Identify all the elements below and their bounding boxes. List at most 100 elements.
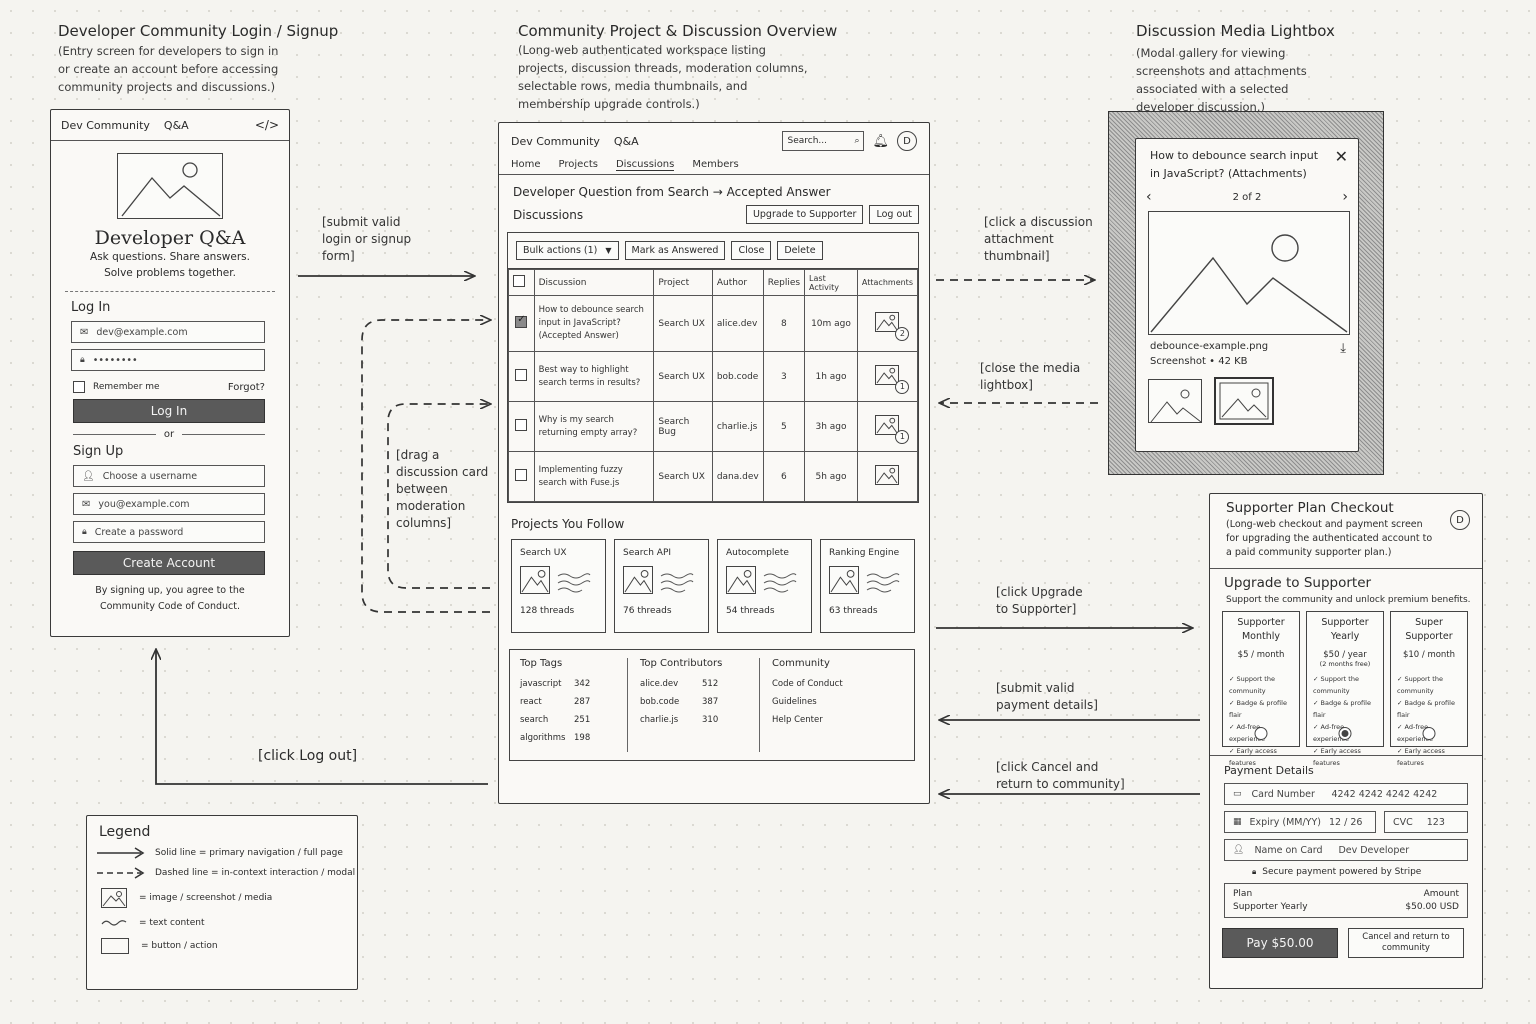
tab-home[interactable]: Home bbox=[511, 159, 541, 170]
lock-icon: 🔒︎ bbox=[82, 527, 87, 537]
card-number-field[interactable]: ▭ Card Number 4242 4242 4242 4242 bbox=[1224, 783, 1468, 805]
signup-email-field[interactable]: ✉ you@example.com bbox=[73, 493, 265, 515]
flow-label-attachment: [click a discussion attachment thumbnail… bbox=[984, 215, 1093, 263]
overview-screen-frame: Dev Community Q&A Search... ⌕ 🔔︎ D Home … bbox=[498, 122, 930, 804]
close-icon[interactable]: ✕ bbox=[1334, 147, 1348, 166]
plan-card[interactable]: Super Supporter$10 / month✓ Support the … bbox=[1390, 611, 1468, 767]
community-link[interactable]: Help Center bbox=[772, 715, 823, 725]
row-discussion-title[interactable]: Why is my search returning empty array? bbox=[533, 401, 655, 452]
lightbox-thumbnail-selected[interactable] bbox=[1214, 377, 1274, 425]
row-discussion-title[interactable]: Implementing fuzzy search with Fuse.js bbox=[533, 451, 655, 502]
cancel-return-button[interactable]: Cancel and return to community bbox=[1348, 928, 1464, 958]
table-row[interactable]: ✓ How to debounce search input in JavaScr… bbox=[508, 295, 919, 352]
signup-username-field[interactable]: 👤︎ Choose a username bbox=[73, 465, 265, 487]
checkout-screen-frame: Supporter Plan Checkout (Long-web checko… bbox=[1209, 493, 1483, 989]
attachment-thumbnail[interactable] bbox=[875, 465, 900, 488]
community-link[interactable]: Code of Conduct bbox=[772, 679, 843, 689]
tab-members[interactable]: Members bbox=[692, 159, 739, 170]
download-icon[interactable]: ⤓ bbox=[1340, 341, 1346, 356]
contributor-name: alice.dev bbox=[640, 679, 679, 689]
lightbox-screen-heading: Discussion Media Lightbox bbox=[1136, 22, 1335, 40]
table-row[interactable]: Why is my search returning empty array?S… bbox=[508, 401, 919, 452]
create-account-button[interactable]: Create Account bbox=[73, 551, 265, 575]
search-input[interactable]: Search... ⌕ bbox=[782, 131, 865, 151]
user-avatar[interactable]: D bbox=[897, 131, 917, 151]
select-all-checkbox[interactable] bbox=[513, 275, 525, 287]
signup-password-field[interactable]: 🔒︎ Create a password bbox=[73, 521, 265, 543]
row-checkbox[interactable]: ✓ bbox=[515, 314, 528, 328]
login-nav-qa[interactable]: Q&A bbox=[163, 118, 189, 132]
close-button[interactable]: Close bbox=[731, 241, 772, 260]
attachment-thumbnail[interactable]: 2 bbox=[875, 312, 910, 341]
legend-box: Legend Solid line = primary navigation /… bbox=[86, 815, 358, 990]
plan-radio[interactable] bbox=[1422, 727, 1436, 740]
checkout-avatar[interactable]: D bbox=[1450, 510, 1470, 530]
pay-button[interactable]: Pay $50.00 bbox=[1222, 928, 1338, 958]
cvc-label: CVC bbox=[1393, 816, 1413, 828]
attachment-thumbnail[interactable]: 1 bbox=[875, 365, 910, 394]
forgot-password-link[interactable]: Forgot? bbox=[227, 381, 265, 393]
arrow-drag-loop-outer bbox=[361, 320, 490, 613]
checkout-screen-heading: Supporter Plan Checkout bbox=[1226, 500, 1394, 516]
login-app-name[interactable]: Dev Community bbox=[61, 118, 150, 132]
row-discussion-title[interactable]: Best way to highlight search terms in re… bbox=[533, 351, 655, 402]
tab-discussions[interactable]: Discussions bbox=[615, 158, 675, 171]
plan-card[interactable]: Supporter Monthly$5 / month✓ Support the… bbox=[1222, 611, 1300, 767]
overview-app-name[interactable]: Dev Community bbox=[511, 134, 600, 148]
row-discussion-title[interactable]: How to debounce search input in JavaScri… bbox=[533, 295, 655, 352]
plan-note bbox=[1227, 660, 1295, 669]
expiry-field[interactable]: ▦ Expiry (MM/YY) 12 / 26 bbox=[1224, 811, 1376, 833]
lightbox-backdrop[interactable]: How to debounce search input in JavaScri… bbox=[1108, 111, 1384, 475]
login-button[interactable]: Log In bbox=[73, 399, 265, 423]
row-checkbox[interactable] bbox=[515, 419, 528, 431]
upgrade-to-supporter-button[interactable]: Upgrade to Supporter bbox=[745, 205, 864, 224]
legend-title: Legend bbox=[99, 824, 151, 840]
login-section-label: Log In bbox=[71, 300, 111, 315]
attachment-thumbnail[interactable]: 1 bbox=[875, 415, 910, 444]
mark-as-answered-button[interactable]: Mark as Answered bbox=[624, 241, 726, 260]
delete-button[interactable]: Delete bbox=[777, 241, 823, 260]
remember-me-checkbox[interactable] bbox=[73, 381, 85, 393]
plan-feature: ✓ Early access features bbox=[1397, 747, 1445, 767]
signup-section-label: Sign Up bbox=[73, 444, 124, 459]
cvc-field[interactable]: CVC 123 bbox=[1384, 811, 1468, 833]
bulk-actions-dropdown[interactable]: Bulk actions (1)▼ bbox=[516, 241, 619, 260]
login-password-value: •••••••• bbox=[92, 354, 138, 366]
chevron-right-icon[interactable]: › bbox=[1342, 189, 1348, 205]
project-name: Ranking Engine bbox=[829, 548, 900, 558]
login-screen-description: (Entry screen for developers to sign in … bbox=[58, 44, 279, 94]
login-password-field[interactable]: 🔒︎ •••••••• bbox=[71, 349, 265, 371]
plan-radio[interactable] bbox=[1338, 727, 1352, 740]
bell-icon[interactable]: 🔔︎ bbox=[872, 133, 889, 149]
plan-card[interactable]: Supporter Yearly$50 / year(2 months free… bbox=[1306, 611, 1384, 767]
community-link[interactable]: Guidelines bbox=[772, 697, 817, 707]
table-row[interactable]: Best way to highlight search terms in re… bbox=[508, 351, 919, 402]
overview-nav-qa[interactable]: Q&A bbox=[613, 134, 639, 148]
login-email-field[interactable]: ✉ dev@example.com bbox=[71, 321, 265, 343]
row-checkbox[interactable] bbox=[515, 469, 528, 481]
lightbox-main-image bbox=[1148, 211, 1350, 335]
discussions-panel: Bulk actions (1)▼ Mark as Answered Close… bbox=[507, 232, 919, 503]
lightbox-thumbnail[interactable] bbox=[1148, 379, 1202, 423]
logout-button[interactable]: Log out bbox=[869, 205, 919, 224]
name-on-card-field[interactable]: 👤︎ Name on Card Dev Developer bbox=[1224, 839, 1468, 861]
plan-radio[interactable] bbox=[1254, 727, 1268, 740]
arrow-logout bbox=[156, 650, 488, 785]
plan-price: $5 / month bbox=[1237, 650, 1285, 660]
legend-dashed-line bbox=[97, 867, 145, 879]
row-checkbox[interactable] bbox=[515, 369, 528, 381]
tab-projects[interactable]: Projects bbox=[558, 159, 598, 170]
chevron-left-icon[interactable]: ‹ bbox=[1146, 189, 1152, 205]
